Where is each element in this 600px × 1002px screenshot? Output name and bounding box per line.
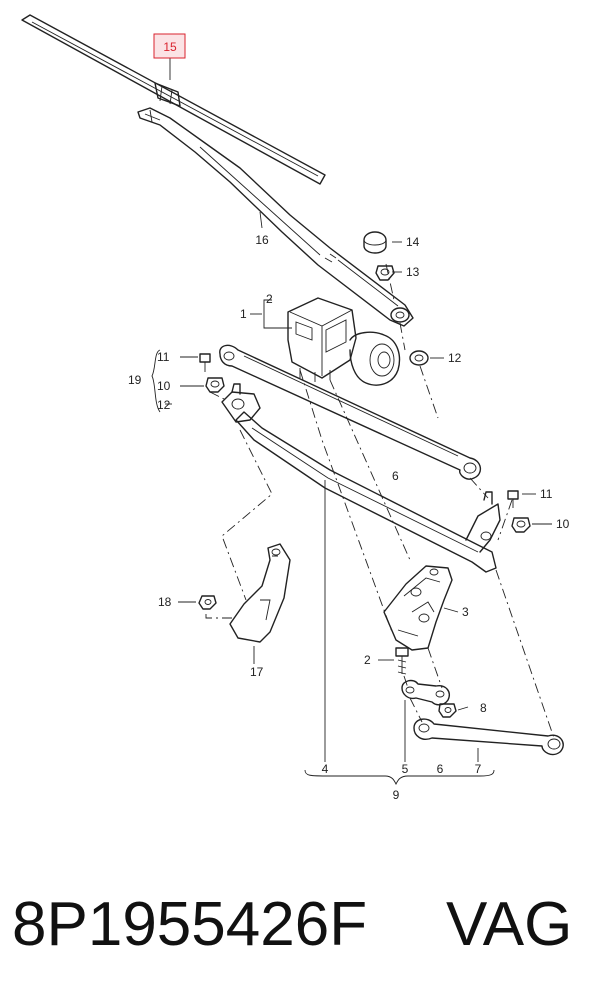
label-2-top: 2 (266, 292, 273, 306)
label-17: 17 (250, 665, 264, 679)
label-1: 1 (240, 307, 247, 321)
label-12-left: 12 (157, 398, 171, 412)
grommet (409, 350, 429, 366)
label-11-left: 11 (157, 350, 170, 364)
right-fastener-stack (507, 490, 531, 533)
left-fastener-stack (199, 353, 225, 393)
screw (395, 647, 409, 675)
linkage-rod-lower (413, 718, 564, 756)
label-11-right: 11 (540, 487, 553, 501)
wiper-motor (287, 297, 401, 386)
part-labels: 15 16 14 13 1 2 12 11 19 10 12 6 11 10 3… (128, 40, 570, 802)
label-18: 18 (158, 595, 172, 609)
highlight-box (153, 33, 186, 59)
assembly-lines (205, 263, 555, 739)
label-7: 7 (475, 762, 482, 776)
label-5: 5 (402, 762, 409, 776)
label-12-right: 12 (448, 351, 462, 365)
label-8: 8 (480, 701, 487, 715)
footer: 8P1955426F VAG (0, 870, 600, 980)
linkage-rod-upper (219, 344, 481, 480)
cap-and-nut (363, 231, 395, 281)
label-13: 13 (406, 265, 420, 279)
label-14: 14 (406, 235, 420, 249)
label-3: 3 (462, 605, 469, 619)
mounting-bracket (383, 565, 453, 651)
label-6: 6 (437, 762, 444, 776)
frame-tube (221, 383, 501, 573)
label-19: 19 (128, 373, 142, 387)
leader-lines (151, 58, 552, 786)
label-2: 2 (364, 653, 371, 667)
brand-name: VAG (446, 890, 573, 959)
label-10-left: 10 (157, 379, 171, 393)
wiper-blade (21, 14, 326, 185)
label-10-right: 10 (556, 517, 570, 531)
label-6-rod: 6 (392, 469, 399, 483)
wiper-arm (137, 107, 414, 327)
label-15: 15 (163, 40, 177, 54)
label-16: 16 (255, 233, 269, 247)
label-9: 9 (393, 788, 400, 802)
label-4: 4 (322, 762, 329, 776)
side-bracket (198, 543, 291, 643)
part-number: 8P1955426F (12, 890, 368, 959)
